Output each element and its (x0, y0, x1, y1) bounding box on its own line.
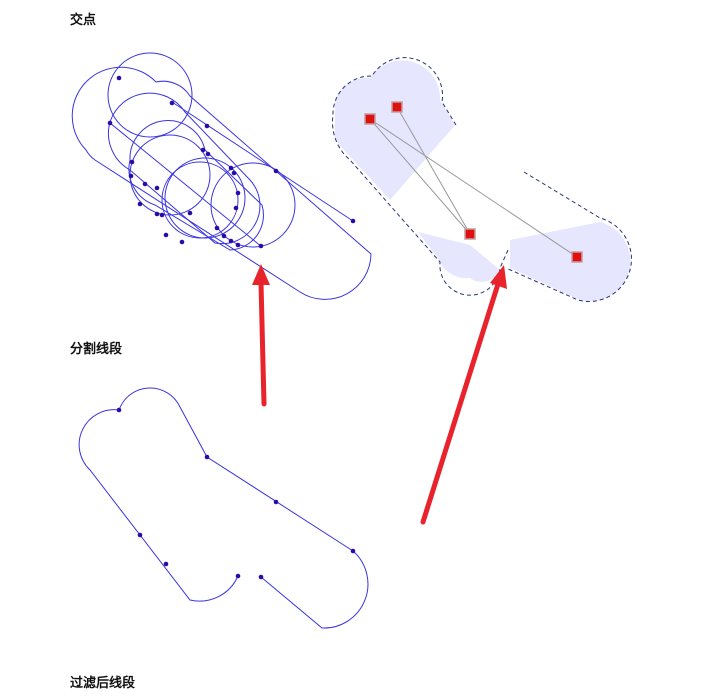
intersection-points (107, 75, 356, 249)
intersection-point (163, 232, 169, 238)
filtered-segments-diagram (78, 387, 369, 629)
intersection-point (129, 159, 135, 165)
filtered-outline (118, 387, 369, 629)
control-handle[interactable] (391, 101, 403, 113)
annotation-arrows (252, 264, 507, 525)
arrow-left-shaft (258, 280, 267, 407)
guide-line (369, 118, 471, 235)
intersection-point (142, 181, 148, 187)
intersection-point (116, 75, 122, 81)
control-handle[interactable] (364, 113, 376, 125)
segment-point (204, 454, 210, 460)
segment-point (350, 548, 356, 554)
intersection-circle (107, 52, 193, 138)
intersection-point (137, 201, 143, 207)
intersection-line (109, 122, 263, 248)
segment-point (273, 499, 279, 505)
intersection-point (258, 243, 264, 249)
intersection-point (228, 165, 234, 171)
intersection-circle (161, 161, 239, 239)
intersection-point (235, 242, 241, 248)
intersection-point (221, 233, 227, 239)
intersection-point (235, 190, 241, 196)
filtered-outline (78, 409, 239, 602)
intersection-point (204, 123, 210, 129)
intersection-point (159, 212, 165, 218)
intersections-label: 交点 (70, 13, 97, 28)
intersections-diagram (71, 52, 372, 300)
intersection-point (205, 151, 211, 157)
arrow-right-shaft (420, 281, 501, 525)
intersection-point (228, 238, 234, 244)
guide-line (369, 118, 578, 258)
buffer-dashed-outline (505, 171, 632, 302)
intersection-point (169, 100, 175, 106)
segment-point (116, 407, 122, 413)
control-handle[interactable] (571, 251, 583, 263)
buffer-fill-lower (418, 232, 500, 282)
filtered-points (116, 407, 356, 580)
intersection-point (350, 218, 356, 224)
intersection-line (171, 101, 354, 222)
intersection-point (273, 168, 279, 174)
buffer-dashed-outline (332, 57, 509, 296)
intersection-point (179, 239, 185, 245)
filtered-segments-label: 过滤后线段 (70, 676, 136, 691)
intersection-shape-outline (107, 92, 261, 245)
arrow-right-head (490, 265, 507, 289)
segment-point (258, 574, 264, 580)
intersection-shape-outline (128, 120, 264, 251)
intersection-point (154, 211, 160, 217)
buffer-fill-upper (335, 60, 455, 200)
segment-point (235, 573, 241, 579)
intersection-point (154, 185, 160, 191)
intersection-shape-outline (71, 66, 372, 300)
guide-lines (369, 106, 578, 258)
intersection-point (128, 173, 134, 179)
intersection-point (107, 120, 113, 126)
buffer-diagram (332, 57, 632, 302)
segment-point (163, 561, 169, 567)
arrow-left-head (252, 264, 270, 285)
intersection-point (187, 210, 193, 216)
segment-point (137, 532, 143, 538)
intersection-point (233, 205, 239, 211)
buffer-fill-right (510, 222, 631, 302)
intersection-point (214, 225, 220, 231)
split-segments-label: 分割线段 (70, 342, 123, 357)
intersection-point (231, 170, 237, 176)
intersection-point (200, 147, 206, 153)
control-handle[interactable] (464, 228, 476, 240)
guide-line (396, 106, 471, 235)
handles (364, 101, 583, 263)
